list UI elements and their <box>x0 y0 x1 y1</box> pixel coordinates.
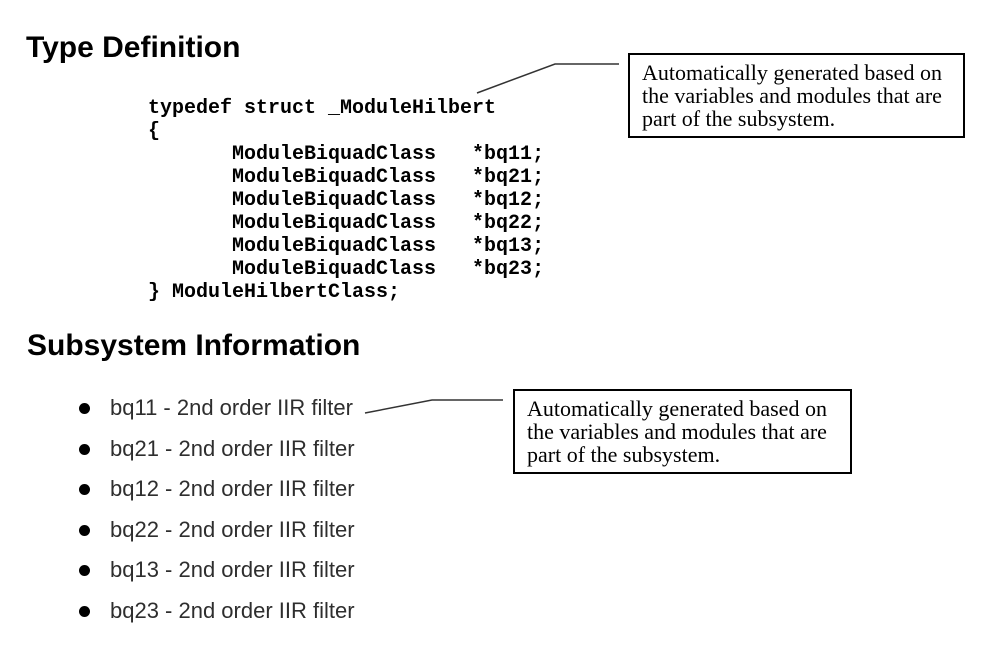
callout-leader-line-2 <box>364 399 503 414</box>
list-item: bq23 - 2nd order IIR filter <box>78 598 355 623</box>
subsystem-bullet-list: bq11 - 2nd order IIR filter bq21 - 2nd o… <box>78 396 355 639</box>
list-item: bq13 - 2nd order IIR filter <box>78 558 355 582</box>
typedef-code-block: typedef struct _ModuleHilbert { ModuleBi… <box>148 97 545 304</box>
callout-text: Automatically generated based on the var… <box>527 396 827 467</box>
type-definition-heading: Type Definition <box>26 31 241 64</box>
callout-text: Automatically generated based on the var… <box>642 60 942 131</box>
callout-box-subsystem-information: Automatically generated based on the var… <box>513 389 852 474</box>
list-item: bq11 - 2nd order IIR filter <box>78 396 355 420</box>
subsystem-information-heading: Subsystem Information <box>27 329 361 362</box>
callout-box-type-definition: Automatically generated based on the var… <box>628 53 965 138</box>
list-item: bq22 - 2nd order IIR filter <box>78 517 355 542</box>
list-item: bq12 - 2nd order IIR filter <box>78 477 355 501</box>
list-item: bq21 - 2nd order IIR filter <box>78 436 355 461</box>
callout-leader-line-1 <box>476 63 619 94</box>
